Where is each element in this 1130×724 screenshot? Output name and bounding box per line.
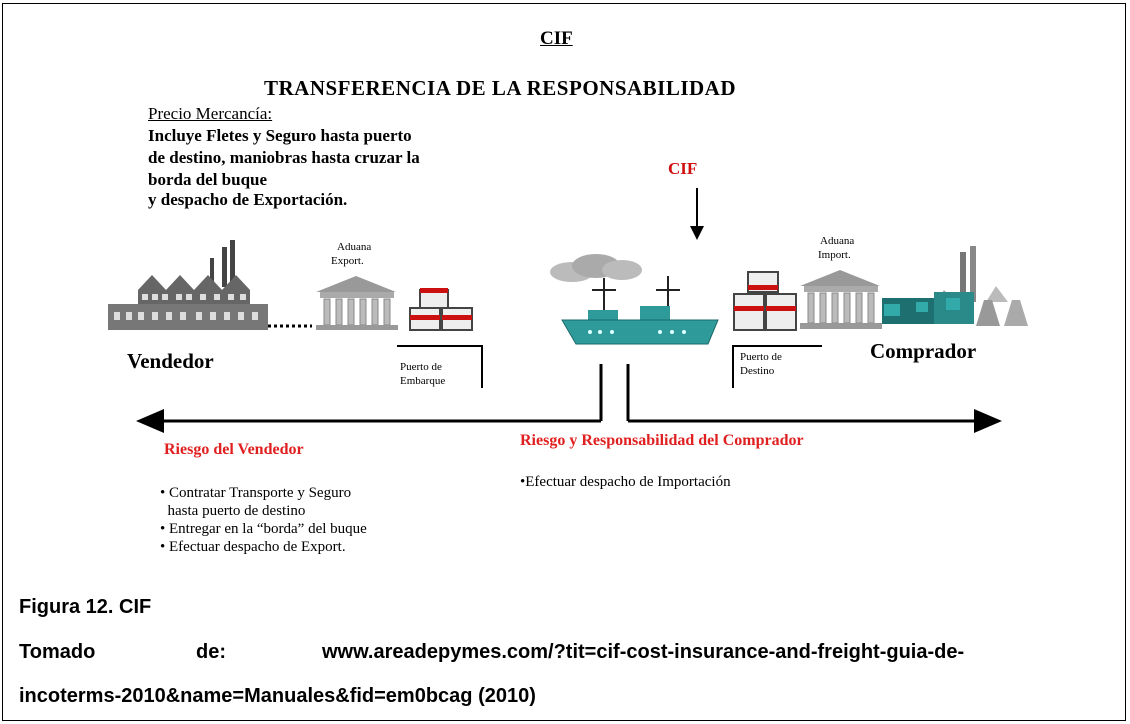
diagram-subtitle: TRANSFERENCIA DE LA RESPONSABILIDAD xyxy=(264,76,737,100)
aduana-import-label: Aduana Import. xyxy=(818,235,855,261)
aduana-export-label: Aduana Export. xyxy=(331,241,372,267)
export-crates-icon xyxy=(409,288,473,331)
source-de: de: xyxy=(196,641,226,663)
price-line: de destino, maniobras hasta cruzar la xyxy=(148,148,420,167)
vendedor-bullet: • Efectuar despacho de Export. xyxy=(160,539,346,555)
figure-caption: Figura 12. CIF xyxy=(19,596,152,618)
source-url-line-1: www.areadepymes.com/?tit=cif-cost-insura… xyxy=(322,641,965,663)
figure-frame xyxy=(2,3,1126,721)
puerto-destino-label: Puerto de Destino xyxy=(740,351,782,377)
cif-marker-label: CIF xyxy=(668,159,698,178)
buyer-plant-icon xyxy=(882,246,1028,326)
source-url-line-2: incoterms-2010&name=Manuales&fid=em0bcag… xyxy=(19,685,536,707)
import-crates-icon xyxy=(733,271,797,331)
price-line: borda del buque xyxy=(148,170,268,189)
diagram-title: CIF xyxy=(540,28,573,49)
comprador-label: Comprador xyxy=(870,339,977,363)
risk-divider xyxy=(599,364,630,421)
vendedor-bullet: • Contratar Transporte y Seguro xyxy=(160,485,352,501)
vendedor-bullet: hasta puerto de destino xyxy=(160,503,306,519)
vendedor-label: Vendedor xyxy=(127,349,214,373)
destino-bracket xyxy=(732,345,822,388)
price-line: Incluye Fletes y Seguro hasta puerto xyxy=(148,126,412,145)
riesgo-vendedor-title: Riesgo del Vendedor xyxy=(164,441,304,458)
cif-down-arrow xyxy=(690,188,704,240)
factory-icon xyxy=(108,240,312,330)
source-prefix: Tomado xyxy=(19,641,96,663)
seller-risk-arrow xyxy=(136,409,601,433)
buyer-risk-arrow xyxy=(628,409,1002,433)
vendedor-bullet: • Entregar en la “borda” del buque xyxy=(160,521,367,537)
aduana-import-building-icon xyxy=(800,270,882,329)
aduana-export-building-icon xyxy=(316,276,398,330)
embarque-bracket xyxy=(397,345,483,388)
puerto-embarque-label: Puerto de Embarque xyxy=(400,361,446,387)
ship-icon xyxy=(550,254,719,345)
price-line: y despacho de Exportación. xyxy=(148,190,348,209)
riesgo-comprador-title: Riesgo y Responsabilidad del Comprador xyxy=(520,432,804,449)
price-heading: Precio Mercancía: xyxy=(148,104,273,123)
comprador-bullet: •Efectuar despacho de Importación xyxy=(520,474,731,490)
